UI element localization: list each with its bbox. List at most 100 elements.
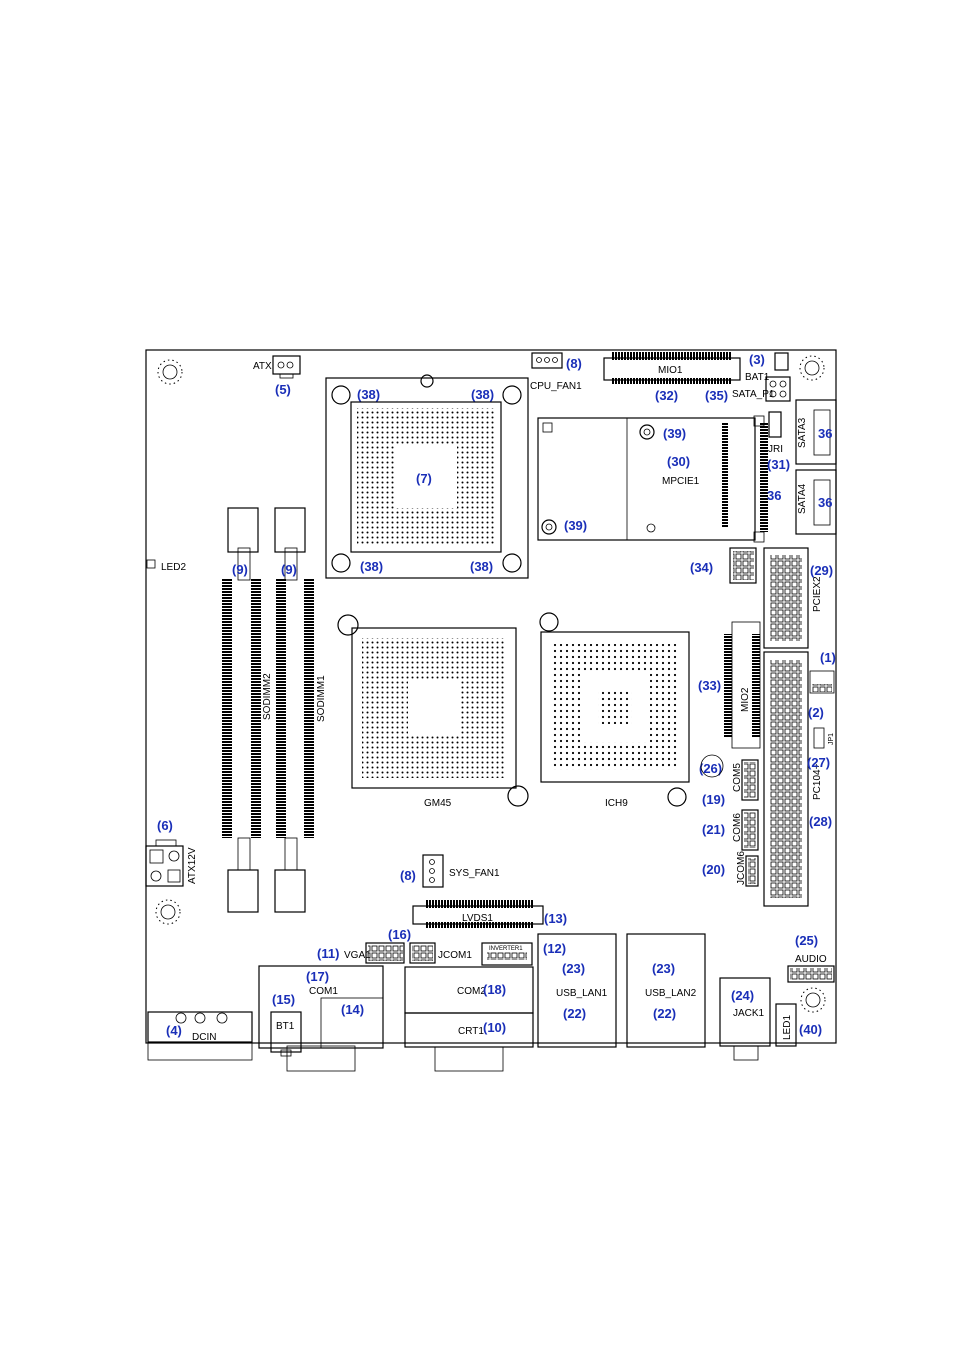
cpu-fan-connector xyxy=(531,352,563,369)
callout-9-sodimm2: (9) xyxy=(232,562,248,577)
callout-25: (25) xyxy=(795,933,818,948)
sata4-connector xyxy=(795,469,837,535)
callout-38-tr: (38) xyxy=(471,387,494,402)
callout-23-lan2: (23) xyxy=(652,961,675,976)
jack1-audio xyxy=(719,977,771,1061)
callout-1: (1) xyxy=(820,650,836,665)
callout-15: (15) xyxy=(272,992,295,1007)
sodimm2-slot xyxy=(222,507,261,913)
mio1-connector xyxy=(603,352,741,384)
sata-p1-label: SATA_P1 xyxy=(732,389,775,400)
com1-connector xyxy=(258,965,384,1072)
sodimm1-slot xyxy=(274,507,314,913)
audio-label: AUDIO xyxy=(795,954,827,965)
com5-header xyxy=(741,759,759,801)
mounting-hole-top-left xyxy=(157,359,183,385)
callout-9-sodimm1: (9) xyxy=(281,562,297,577)
callout-28: (28) xyxy=(809,814,832,829)
callout-27: (27) xyxy=(807,755,830,770)
com5-label: COM5 xyxy=(732,763,743,792)
callout-4: (4) xyxy=(166,1023,182,1038)
callout-36-mpcie: 36 xyxy=(767,488,781,503)
mio2-connector xyxy=(724,621,761,749)
bat1-label: BAT1 xyxy=(745,372,770,383)
pc104-plus-connector xyxy=(763,651,809,907)
callout-13: (13) xyxy=(544,911,567,926)
vga1-label: VGA1 xyxy=(344,950,371,961)
jcom1-header xyxy=(409,942,436,964)
jack1-label: JACK1 xyxy=(733,1008,765,1019)
sata4-label: SATA4 xyxy=(797,483,808,514)
com2-label: COM2 xyxy=(457,986,486,997)
sys-fan-label: SYS_FAN1 xyxy=(449,868,500,879)
jp1-jumper xyxy=(813,727,825,749)
pciex2-label: PCIEX2 xyxy=(812,576,823,612)
j7-header xyxy=(729,547,757,584)
callout-38-tl: (38) xyxy=(357,387,380,402)
mounting-hole-left xyxy=(155,899,181,925)
jcom6-label: JCOM6 xyxy=(736,851,747,885)
callout-35: (35) xyxy=(705,388,728,403)
com1-label: COM1 xyxy=(309,986,338,997)
callout-10: (10) xyxy=(483,1020,506,1035)
lvds1-label: LVDS1 xyxy=(462,913,493,924)
jp1-label: JP1 xyxy=(828,733,835,745)
mounting-hole-top-right xyxy=(799,355,825,381)
callout-34: (34) xyxy=(690,560,713,575)
led2-label: LED2 xyxy=(161,562,186,573)
callout-26: (26) xyxy=(699,761,722,776)
callout-33: (33) xyxy=(698,678,721,693)
com6-header xyxy=(741,809,759,851)
sata3-label: SATA3 xyxy=(797,417,808,448)
mounting-hole-right xyxy=(800,987,826,1013)
bt1-battery xyxy=(270,1011,302,1057)
atx12v-label: ATX12V xyxy=(187,847,198,884)
callout-39-top: (39) xyxy=(663,426,686,441)
cpu-fan-label: CPU_FAN1 xyxy=(530,381,582,392)
led2-indicator xyxy=(146,559,156,569)
callout-40: (40) xyxy=(799,1022,822,1037)
atx-connector xyxy=(272,355,301,379)
callout-7: (7) xyxy=(416,471,432,486)
jri-label: JRI xyxy=(768,444,783,455)
atx-label: ATX xyxy=(253,361,272,372)
led1-indicator xyxy=(775,1003,797,1047)
gm45-chipset xyxy=(337,614,529,807)
callout-6: (6) xyxy=(157,818,173,833)
sata3-connector xyxy=(795,399,837,465)
lvds1-connector xyxy=(412,900,544,928)
jumper-block-1 xyxy=(809,670,835,694)
callout-29: (29) xyxy=(810,563,833,578)
pc104-label: PC104+ xyxy=(812,763,823,800)
callout-3: (3) xyxy=(749,352,765,367)
callout-5: (5) xyxy=(275,382,291,397)
usb-lan2-port xyxy=(626,933,706,1048)
atx12v-connector xyxy=(145,839,184,887)
mio2-label: MIO2 xyxy=(740,687,751,712)
callout-14: (14) xyxy=(341,1002,364,1017)
gm45-label: GM45 xyxy=(424,798,452,809)
com2-crt1-stack xyxy=(404,966,534,1072)
callout-8-sys: (8) xyxy=(400,868,416,883)
usb-lan1-label: USB_LAN1 xyxy=(556,988,608,999)
sys-fan-connector xyxy=(422,854,444,888)
board-outline xyxy=(145,349,837,1044)
callout-8-top: (8) xyxy=(566,356,582,371)
callout-16: (16) xyxy=(388,927,411,942)
led1-label: LED1 xyxy=(782,1015,793,1040)
usb-lan2-label: USB_LAN2 xyxy=(645,988,697,999)
callout-36-sata3: 36 xyxy=(818,426,832,441)
jcom1-label: JCOM1 xyxy=(438,950,472,961)
mio1-label: MIO1 xyxy=(658,365,683,376)
com6-label: COM6 xyxy=(732,813,743,842)
bat1-header xyxy=(774,352,789,371)
callout-30: (30) xyxy=(667,454,690,469)
dcin-connector xyxy=(147,1011,253,1061)
usb-lan1-port xyxy=(537,933,617,1048)
sodimm1-label: SODIMM1 xyxy=(316,675,327,722)
callout-18: (18) xyxy=(483,982,506,997)
ich9-southbridge xyxy=(539,612,690,807)
callout-24: (24) xyxy=(731,988,754,1003)
jri-header xyxy=(768,411,782,438)
